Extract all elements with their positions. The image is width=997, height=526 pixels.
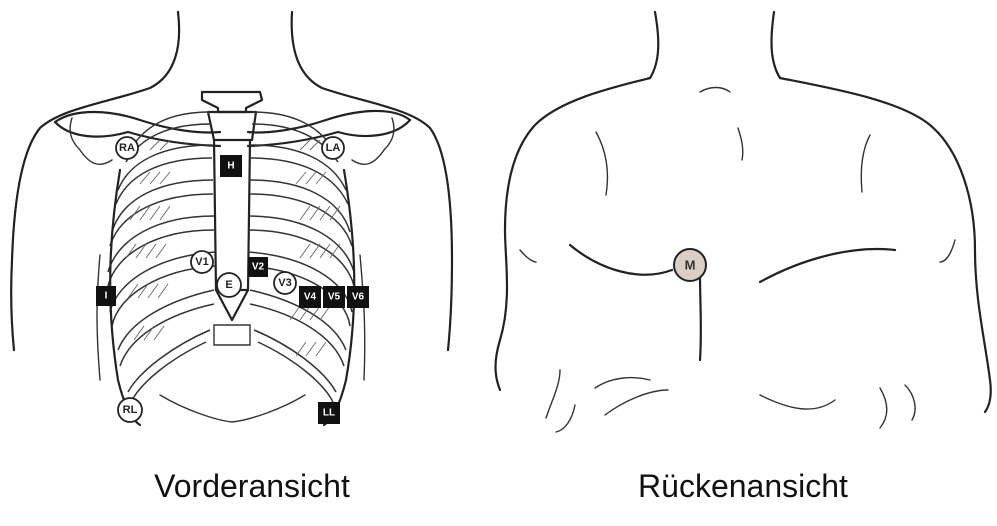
electrode-v2: V2: [248, 257, 268, 277]
front-lower-outline: [160, 395, 305, 422]
svg-text:V6: V6: [352, 292, 365, 303]
electrode-v6: V6: [347, 286, 369, 308]
back-neck-left: [650, 12, 658, 78]
back-waist-left2: [595, 378, 650, 388]
caption-back-view: Rückenansicht: [593, 468, 893, 505]
back-waist-right: [905, 385, 915, 420]
back-waist-right2: [880, 388, 887, 428]
svg-text:E: E: [225, 279, 232, 291]
svg-text:V3: V3: [278, 277, 291, 289]
back-scapula-left: [596, 132, 608, 195]
electrode-h: H: [220, 155, 242, 177]
electrode-la: LA: [322, 137, 344, 159]
electrode-e: E: [217, 273, 241, 297]
back-neck-right: [772, 12, 780, 78]
electrode-i: I: [96, 286, 116, 306]
front-view: RA LA V1 E V3 RL H V2: [11, 12, 452, 425]
back-neck-mark: [700, 88, 730, 93]
electrode-v4: V4: [299, 286, 321, 308]
svg-text:V4: V4: [304, 292, 317, 303]
svg-text:RA: RA: [119, 142, 135, 154]
front-sternum: [202, 92, 262, 345]
back-arm-right: [940, 240, 955, 262]
back-arm-left: [520, 250, 536, 262]
back-hip-right: [760, 395, 835, 409]
electrode-v5: V5: [323, 286, 345, 308]
back-hip-left: [605, 390, 668, 415]
back-midline: [700, 276, 701, 360]
svg-text:H: H: [227, 161, 234, 172]
back-bottom-left: [556, 405, 575, 432]
back-lower-curve-left: [570, 245, 672, 275]
back-lower-curve-right: [760, 249, 895, 282]
back-outline-right: [780, 78, 991, 412]
electrode-m: M: [674, 249, 706, 281]
electrode-v1: V1: [191, 251, 213, 273]
svg-text:V2: V2: [252, 262, 265, 273]
caption-front-view: Vorderansicht: [102, 468, 402, 505]
electrode-rl: RL: [118, 398, 142, 422]
back-waist-left: [546, 370, 560, 418]
electrode-v3: V3: [274, 272, 296, 294]
back-spine-mark: [738, 128, 743, 160]
svg-text:LL: LL: [323, 408, 335, 419]
svg-text:V1: V1: [195, 256, 208, 268]
back-scapula-right: [861, 135, 870, 192]
svg-text:I: I: [105, 291, 108, 302]
back-view: M: [496, 12, 991, 432]
svg-text:LA: LA: [326, 142, 341, 154]
svg-text:V5: V5: [328, 292, 341, 303]
svg-text:M: M: [685, 258, 696, 273]
svg-text:RL: RL: [123, 404, 138, 416]
back-outline-left: [496, 78, 651, 390]
electrode-ra: RA: [116, 137, 138, 159]
electrode-ll: LL: [318, 402, 340, 424]
